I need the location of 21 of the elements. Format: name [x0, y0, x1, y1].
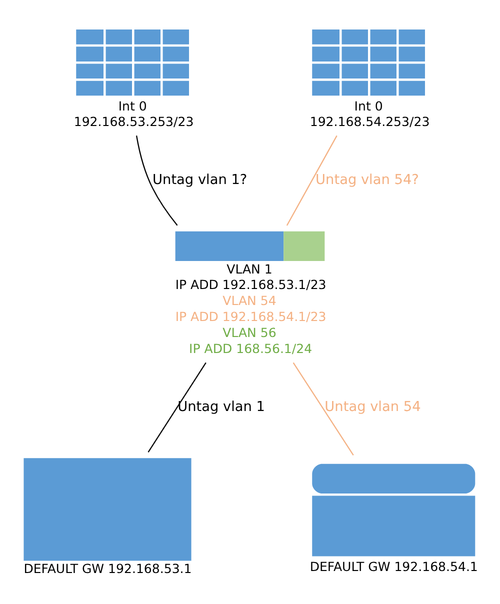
node-box: [24, 458, 192, 561]
node-label: 192.168.54.253/23: [310, 114, 430, 130]
node-label: VLAN 1: [226, 261, 272, 276]
node-label: 192.168.53.253/23: [74, 114, 194, 130]
edge-label: Untag vlan 1?: [152, 172, 248, 188]
node-label: IP ADD 168.56.1/24: [189, 341, 312, 356]
node-label: VLAN 54: [222, 293, 276, 308]
connector: [286, 135, 338, 226]
node-label: IP ADD 192.168.53.1/23: [175, 277, 326, 292]
connector: [136, 136, 178, 226]
edge-label: Untag vlan 1: [178, 398, 266, 415]
connector: [292, 362, 354, 456]
node-label: VLAN 56: [222, 325, 276, 340]
edge-label: Untag vlan 54?: [316, 172, 419, 188]
node-label: DEFAULT GW 192.168.54.1: [310, 558, 478, 574]
connector: [148, 362, 206, 453]
node-label: Int 0: [354, 98, 383, 114]
edge-label: Untag vlan 54: [324, 398, 421, 415]
node-label: DEFAULT GW 192.168.53.1: [24, 561, 192, 576]
node-label: Int 0: [118, 98, 147, 114]
node-label: IP ADD 192.168.54.1/23: [175, 309, 326, 324]
